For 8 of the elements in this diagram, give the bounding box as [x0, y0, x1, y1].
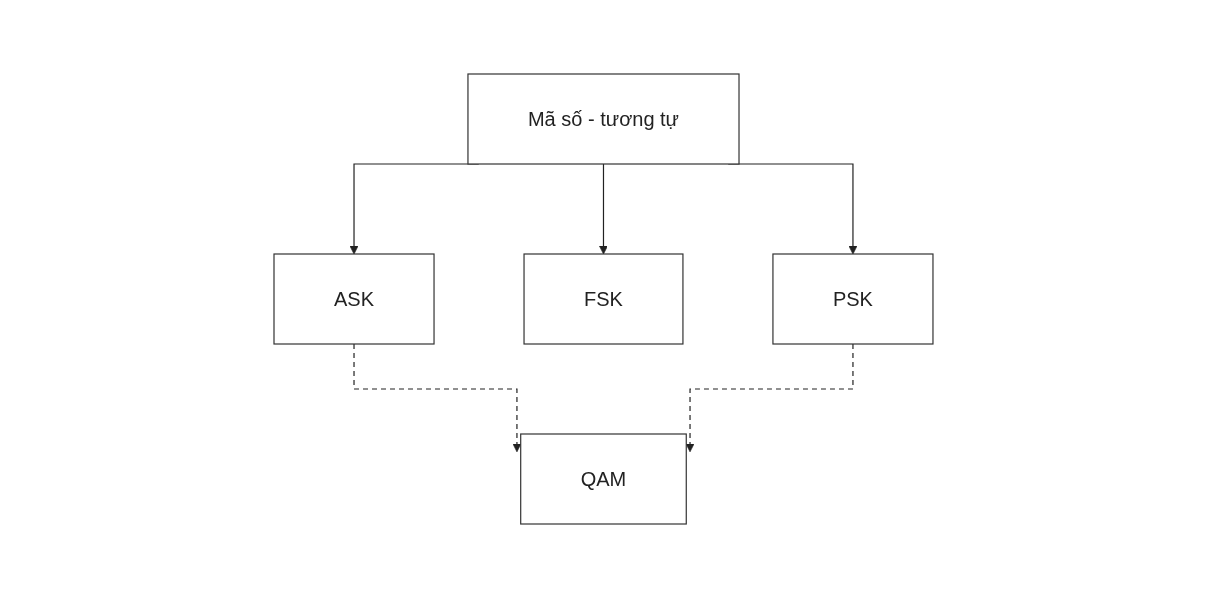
node-box: PSK [771, 253, 934, 345]
arrow [352, 343, 521, 453]
arrow [598, 163, 608, 255]
node-box: FSK [522, 253, 684, 345]
node-box: ASK [272, 253, 435, 345]
node-box: QAM [519, 433, 687, 525]
arrow [685, 343, 854, 453]
node-box: Mã số - tương tự [466, 73, 740, 165]
